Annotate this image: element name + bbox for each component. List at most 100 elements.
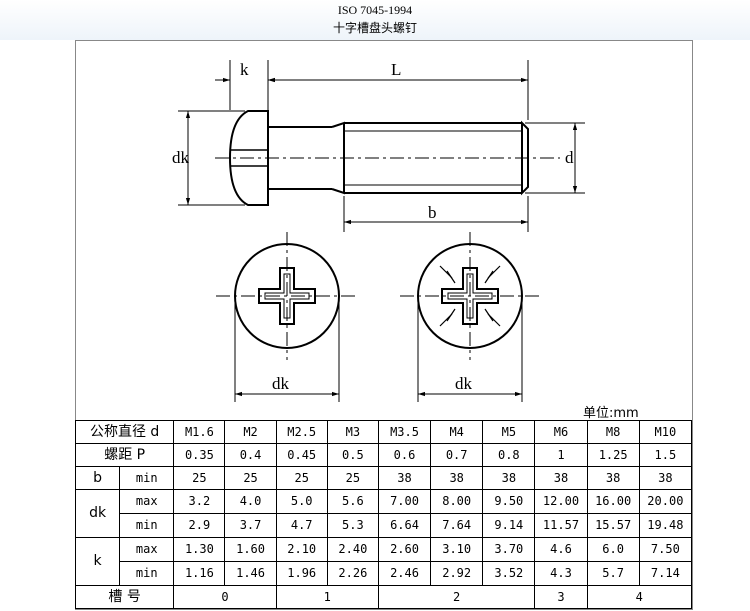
cell: 1.5 (638, 443, 693, 467)
label-b: b (428, 203, 437, 222)
cell: 8.00 (430, 489, 484, 514)
standard-number: ISO 7045-1994 (337, 3, 413, 17)
unit-label: 单位:mm (583, 406, 639, 421)
cell: 38 (638, 466, 693, 490)
top-view-h (216, 232, 356, 402)
cell: M6 (534, 420, 588, 444)
cell: 0.5 (326, 443, 379, 467)
header-band (0, 0, 750, 40)
cell: 25 (326, 466, 379, 490)
label-b-min: min (119, 466, 175, 490)
cell: 15.57 (586, 513, 640, 538)
cell: 0.45 (275, 443, 328, 467)
label-b: b (74, 466, 121, 490)
side-dimensions (178, 60, 585, 232)
cell: 11.57 (534, 513, 588, 538)
cell: 5.7 (586, 561, 640, 586)
cell: 3.7 (224, 513, 277, 538)
cell: 0 (173, 585, 277, 609)
label-L: L (391, 60, 401, 79)
side-view (228, 110, 529, 206)
cell: 1.16 (173, 561, 226, 586)
cell: 3.52 (482, 561, 536, 586)
cell: 4.6 (534, 537, 588, 562)
cell: 2.60 (377, 537, 432, 562)
cell: 7.00 (377, 489, 432, 514)
label-dk-side: dk (172, 148, 190, 167)
row-pitch: 螺距 P 0.35 0.4 0.45 0.5 0.6 0.7 0.8 1 1.2… (74, 443, 693, 467)
row-dk-min: min 2.9 3.7 4.7 5.3 6.64 7.64 9.14 11.57… (76, 513, 693, 538)
cell: 20.00 (638, 489, 693, 514)
label-k: k (240, 60, 249, 79)
cell: 2.9 (173, 513, 226, 538)
label-slot-number: 槽 号 (74, 585, 175, 609)
cell: 7.14 (638, 561, 693, 586)
page-title: 十字槽盘头螺钉 (332, 21, 417, 35)
label-pitch: 螺距 P (74, 443, 175, 467)
cell: 2 (377, 585, 536, 609)
cell: 1.96 (275, 561, 328, 586)
technical-drawing: k L dk d b dk (172, 60, 585, 402)
cell: 0.8 (482, 443, 536, 467)
cell: 25 (224, 466, 277, 490)
cell: 19.48 (638, 513, 693, 538)
cell: 16.00 (586, 489, 640, 514)
row-slot-number: 槽 号 0 1 2 3 4 (74, 585, 693, 609)
label-dk-max: max (119, 489, 175, 514)
cell: 1.25 (586, 443, 640, 467)
row-dk-max: dk max 3.2 4.0 5.0 5.6 7.00 8.00 9.50 12… (74, 489, 693, 538)
cell: 5.6 (326, 489, 379, 514)
cell: 3 (534, 585, 588, 609)
cell: 9.14 (482, 513, 536, 538)
cell: 12.00 (534, 489, 588, 514)
label-dk: dk (74, 489, 121, 538)
cell: 38 (482, 466, 536, 490)
label-k-min: min (119, 561, 175, 586)
label-k-max: max (119, 537, 175, 562)
cell: 6.64 (377, 513, 432, 538)
cell: 2.26 (326, 561, 379, 586)
cell: 2.46 (377, 561, 432, 586)
cell: 38 (377, 466, 432, 490)
cell: 5.3 (326, 513, 379, 538)
cell: 0.35 (173, 443, 226, 467)
label-k: k (74, 537, 121, 586)
cell: 38 (534, 466, 588, 490)
cell: 7.64 (430, 513, 484, 538)
cell: M10 (638, 420, 693, 444)
cell: 4.7 (275, 513, 328, 538)
cell: 1.46 (224, 561, 277, 586)
label-dk-min: min (119, 513, 175, 538)
cell: 2.40 (326, 537, 379, 562)
cell: 5.0 (275, 489, 328, 514)
row-b: b min 25 25 25 25 38 38 38 38 38 38 (74, 466, 693, 490)
cell: M2 (224, 420, 277, 444)
cell: 1 (534, 443, 588, 467)
cell: 3.10 (430, 537, 484, 562)
label-d: d (565, 148, 574, 167)
cell: 9.50 (482, 489, 536, 514)
cell: 1.60 (224, 537, 277, 562)
cell: 2.10 (275, 537, 328, 562)
row-nominal-diameter: 公称直径 d M1.6 M2 M2.5 M3 M3.5 M4 M5 M6 M8 … (74, 420, 693, 444)
cell: 38 (430, 466, 484, 490)
cell: M5 (482, 420, 536, 444)
cell: 0.4 (224, 443, 277, 467)
cell: M3.5 (377, 420, 432, 444)
cell: 4 (586, 585, 693, 609)
cell: 4.3 (534, 561, 588, 586)
cell: 25 (275, 466, 328, 490)
cell: M1.6 (173, 420, 226, 444)
cell: 3.2 (173, 489, 226, 514)
cell: 38 (586, 466, 640, 490)
cell: 2.92 (430, 561, 484, 586)
cell: 25 (173, 466, 226, 490)
spec-table: 公称直径 d M1.6 M2 M2.5 M3 M3.5 M4 M5 M6 M8 … (74, 420, 693, 609)
cell: M3 (326, 420, 379, 444)
cell: M8 (586, 420, 640, 444)
row-k-max: k max 1.30 1.60 2.10 2.40 2.60 3.10 3.70… (74, 537, 693, 586)
label-nominal-diameter: 公称直径 d (74, 420, 175, 444)
label-dk-z: dk (455, 374, 473, 393)
row-k-min: min 1.16 1.46 1.96 2.26 2.46 2.92 3.52 4… (76, 561, 693, 586)
